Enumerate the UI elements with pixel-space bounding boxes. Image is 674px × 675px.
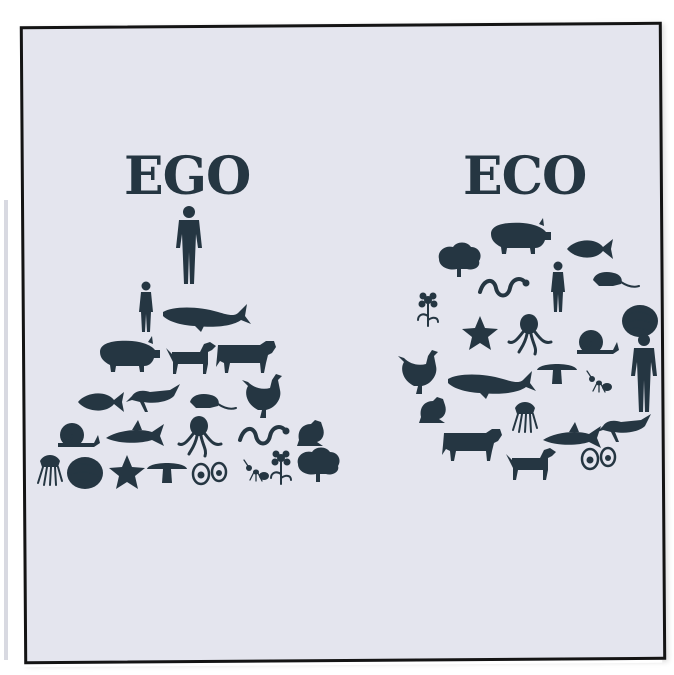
flower-icon: [270, 449, 292, 485]
bird-icon: [597, 414, 651, 442]
jellyfish-icon: [512, 401, 538, 433]
tree-icon: [438, 242, 481, 277]
ant-icon: [586, 370, 613, 393]
eggs-icon: [580, 446, 617, 471]
coral-icon: [621, 304, 659, 338]
starfish-icon: [109, 455, 145, 489]
shark-icon: [106, 420, 164, 446]
hen-icon: [398, 350, 438, 394]
ego-title: EGO: [124, 146, 251, 207]
dog-icon: [506, 448, 556, 480]
man-icon: [631, 334, 657, 412]
frog-icon: [297, 420, 324, 446]
octopus-icon: [507, 312, 553, 356]
cow-icon: [442, 429, 502, 461]
hen-icon: [242, 374, 282, 418]
mushroom-icon: [147, 463, 187, 483]
snail-icon: [57, 422, 101, 448]
starfish-icon: [462, 316, 498, 350]
snake-icon: [238, 425, 292, 446]
pig-icon: [100, 336, 160, 372]
snail-icon: [576, 329, 620, 355]
coral-icon: [66, 456, 104, 490]
frog-icon: [419, 397, 446, 423]
octopus-icon: [177, 414, 223, 458]
fish-icon: [78, 392, 124, 412]
eco-circle: [398, 218, 659, 480]
ant-icon: [243, 459, 270, 482]
jellyfish-icon: [37, 454, 63, 486]
man-icon: [176, 206, 202, 284]
flower-icon: [417, 291, 439, 327]
rat-icon: [189, 393, 237, 410]
tree-icon: [297, 447, 340, 482]
woman-icon: [551, 261, 565, 312]
rat-icon: [592, 271, 640, 288]
bird-icon: [126, 384, 180, 412]
fish-icon: [567, 239, 613, 259]
cow-icon: [216, 341, 276, 373]
snake-icon: [478, 277, 532, 298]
whale-icon: [448, 371, 536, 399]
shark-icon: [543, 422, 601, 448]
woman-icon: [139, 281, 153, 332]
mushroom-icon: [537, 364, 577, 384]
paper-edge: [4, 200, 8, 660]
ego-pyramid: [37, 206, 340, 490]
whale-icon: [163, 304, 251, 332]
dog-icon: [166, 342, 216, 374]
eco-title: ECO: [463, 146, 587, 207]
pig-icon: [491, 218, 551, 254]
eggs-icon: [191, 461, 228, 486]
